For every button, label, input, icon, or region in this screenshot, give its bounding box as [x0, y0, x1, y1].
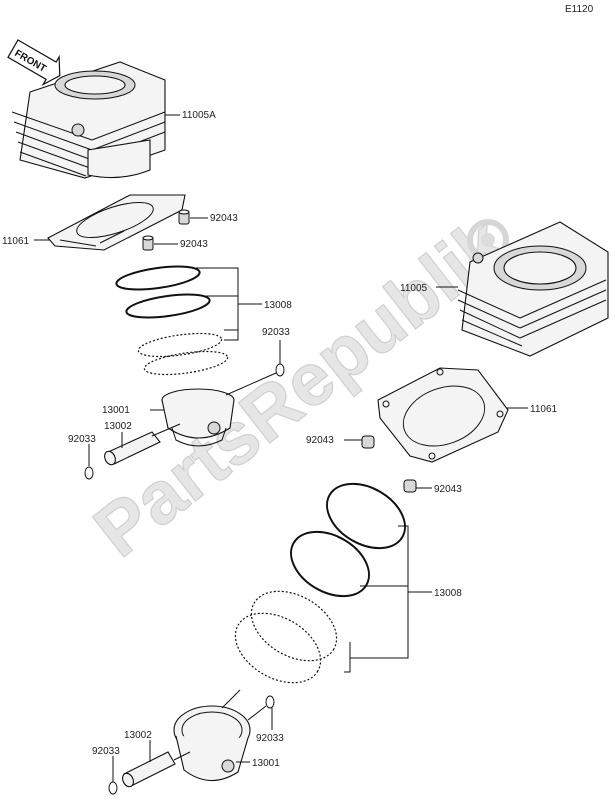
callout-gasket-left: 11061 [2, 236, 30, 247]
cylinder-11005 [457, 221, 609, 357]
piston-rings-left [115, 265, 229, 376]
leader-rings-right [344, 525, 432, 673]
callout-clip-right-b: 92033 [92, 746, 120, 757]
dowel-right-a [361, 435, 375, 449]
clip-right-b [108, 781, 118, 795]
clip-right-a [265, 695, 275, 709]
piston-pin-left [104, 431, 161, 466]
callout-piston-right: 13001 [252, 758, 280, 769]
gasket-right [377, 367, 509, 463]
leader-rings-left [196, 267, 262, 341]
callout-piston-left: 13001 [102, 405, 130, 416]
callout-clip-right-a: 92033 [256, 733, 284, 744]
callout-dowel-left-b: 92043 [180, 239, 208, 250]
front-direction-badge: FRONT [7, 39, 61, 87]
callout-rings-right: 13008 [434, 588, 462, 599]
callout-11005a: 11005A [182, 110, 216, 121]
callout-dowel-left-a: 92043 [210, 213, 238, 224]
callout-pin-right: 13002 [124, 730, 152, 741]
dowel-right-b [403, 479, 417, 493]
callout-11005: 11005 [400, 283, 428, 294]
callout-dowel-right-a: 92043 [306, 435, 334, 446]
gasket-left [47, 194, 186, 251]
callout-clip-left-a: 92033 [262, 327, 290, 338]
diagram-code: E1120 [565, 4, 594, 15]
dowel-left-a [178, 209, 190, 225]
callout-clip-left-b: 92033 [68, 434, 96, 445]
callout-pin-left: 13002 [104, 421, 132, 432]
clip-left-b [84, 466, 94, 480]
piston-right [173, 705, 251, 782]
cylinder-11005a [11, 61, 166, 179]
piston-rings-right [234, 482, 406, 684]
piston-pin-right [122, 751, 176, 788]
piston-left [161, 388, 235, 447]
dowel-left-b [142, 235, 154, 251]
callout-gasket-right: 11061 [530, 404, 558, 415]
callout-rings-left: 13008 [264, 300, 292, 311]
callout-dowel-right-b: 92043 [434, 484, 462, 495]
